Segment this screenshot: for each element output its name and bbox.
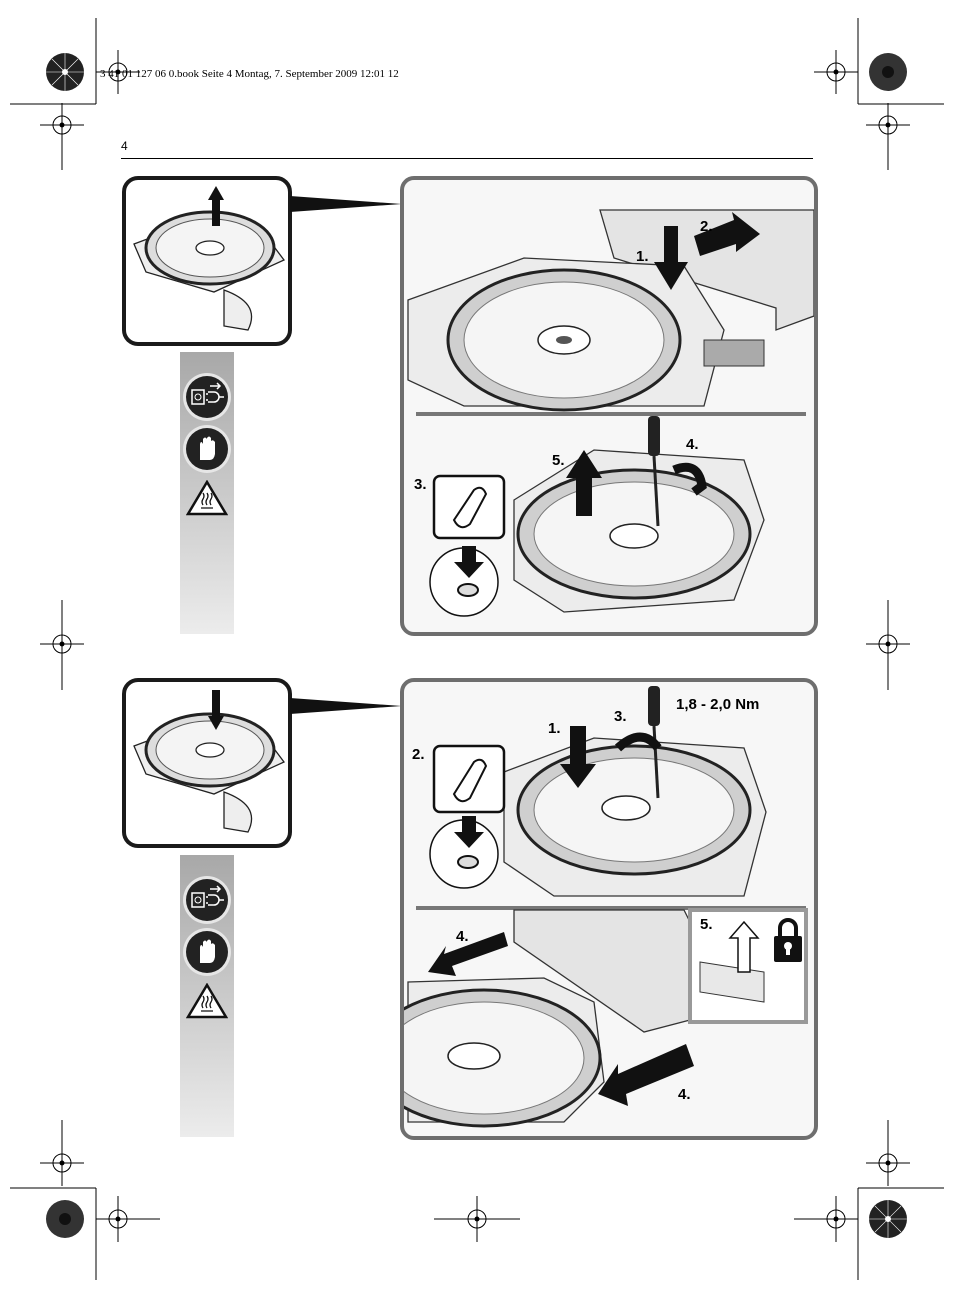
hot-surface-icon — [185, 479, 229, 516]
step-4-label: 4. — [686, 436, 699, 453]
step-2-label: 2. — [412, 746, 425, 763]
callout-pointer — [290, 698, 402, 714]
hot-surface-icon — [185, 982, 229, 1019]
tool-overview-illustration — [133, 690, 286, 833]
torque-label: 1,8 - 2,0 Nm — [676, 696, 760, 713]
warning-sidebar — [180, 855, 234, 1137]
procedure-panel-install: 1,8 - 2,0 Nm 1. 2. 3. 4. 4. 5. — [400, 678, 818, 1140]
step-1-label: 1. — [548, 720, 561, 737]
starburst-tr — [869, 53, 907, 91]
disc-removal-illustration — [407, 209, 814, 617]
unplug-icon — [186, 376, 228, 418]
step-2-label: 2. — [700, 218, 713, 235]
step-3-label: 3. — [614, 708, 627, 725]
callout-pointer — [290, 196, 402, 212]
unplug-icon — [186, 879, 228, 921]
overview-thumbnail-remove — [122, 176, 292, 346]
step-4-label-top: 4. — [456, 928, 469, 945]
procedure-panel-remove: 1. 2. 3. 4. 5. — [400, 176, 818, 636]
gloves-icon — [186, 428, 228, 470]
step-1-label: 1. — [636, 248, 649, 265]
starburst-bl — [46, 1200, 84, 1238]
gloves-icon — [186, 931, 228, 973]
step-4-label-bottom: 4. — [678, 1086, 691, 1103]
file-info-line: 3 41 01 127 06 0.book Seite 4 Montag, 7.… — [100, 68, 399, 80]
page-number: 4 — [121, 139, 128, 153]
step-5-label: 5. — [552, 452, 565, 469]
overview-thumbnail-install — [122, 678, 292, 848]
step-5-label: 5. — [700, 916, 713, 933]
step-3-label: 3. — [414, 476, 427, 493]
disc-installation-illustration — [404, 686, 808, 1128]
warning-sidebar — [180, 352, 234, 634]
tool-overview-illustration — [133, 186, 286, 331]
header-rule — [121, 158, 813, 159]
